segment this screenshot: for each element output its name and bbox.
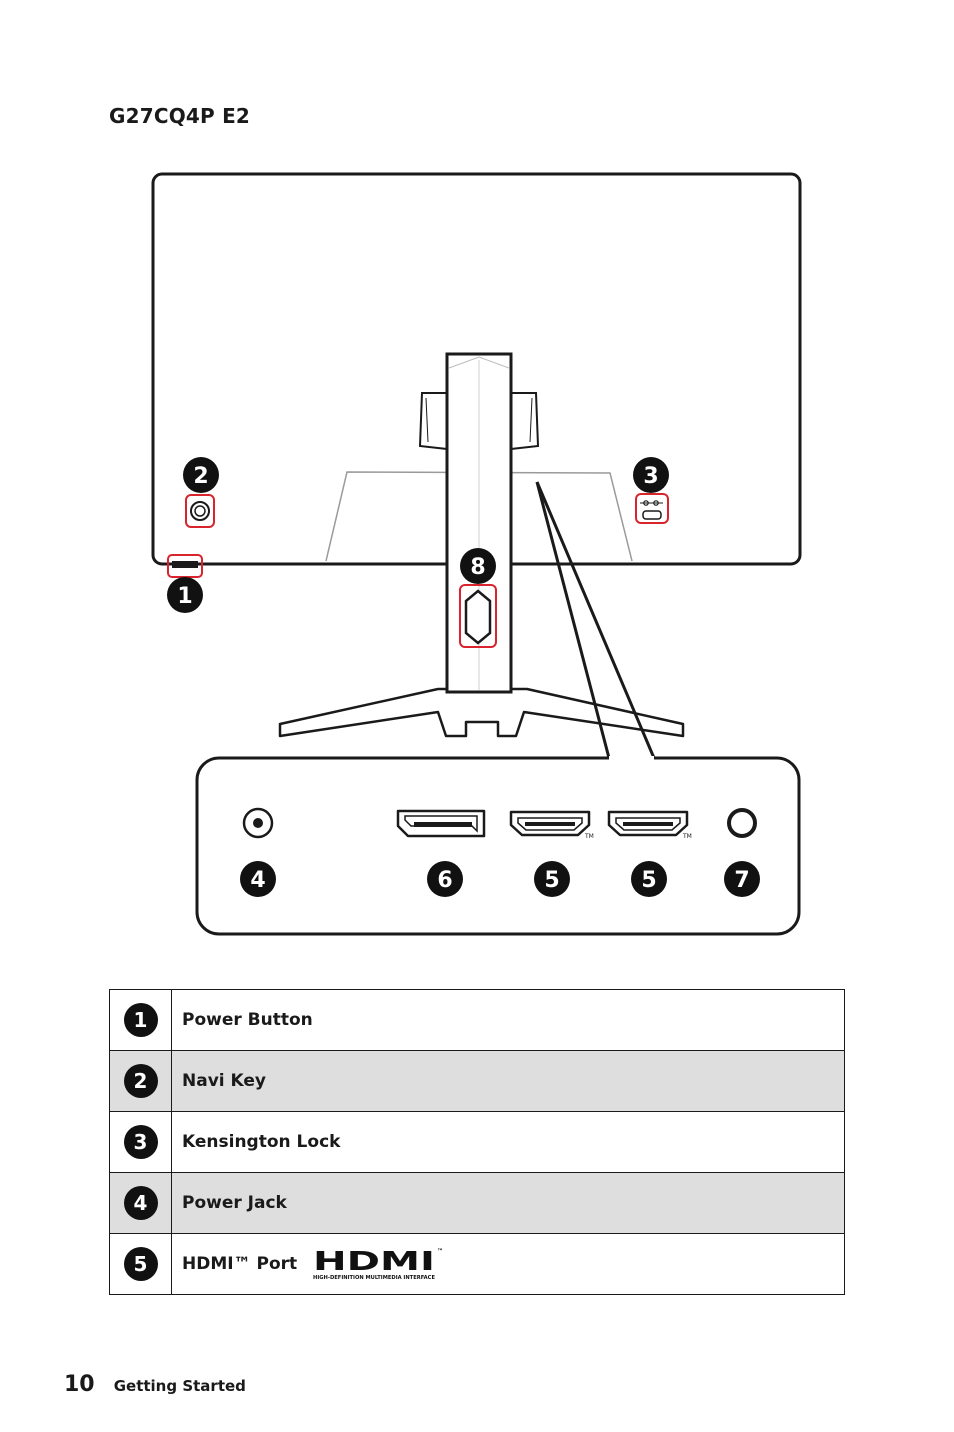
legend-label: Navi Key (171, 1050, 845, 1112)
svg-text:HDMI: HDMI (313, 1247, 435, 1277)
port-callout-power-jack: 4 (240, 861, 276, 897)
legend-label: Power Button (171, 989, 845, 1051)
stand-base (278, 687, 685, 738)
callout-8: 8 (460, 548, 496, 584)
monitor-rear-diagram: TM TM 1 2 3 8 4 6 5 5 7 (151, 172, 802, 936)
svg-text:™: ™ (437, 1248, 443, 1255)
displayport-port (396, 809, 486, 838)
svg-text:7: 7 (734, 868, 749, 893)
legend-row: 3 Kensington Lock (109, 1111, 845, 1173)
number-badge: 3 (123, 1125, 158, 1159)
callout-2: 2 (183, 457, 219, 493)
cable-management-hole (464, 589, 492, 645)
legend-label: Power Jack (171, 1172, 845, 1234)
port-callout-headphone: 7 (724, 861, 760, 897)
navi-key (185, 494, 215, 528)
page-number: 10 (64, 1372, 95, 1397)
port-callout-hdmi-1: 5 (534, 861, 570, 897)
svg-text:5: 5 (544, 868, 559, 893)
legend-table: 1 Power Button 2 Navi Key 3 Kensington L… (109, 989, 845, 1295)
svg-text:5: 5 (641, 868, 656, 893)
neck-clip-left (418, 392, 448, 451)
headphone-jack-port (727, 808, 757, 838)
legend-row: 4 Power Jack (109, 1172, 845, 1234)
model-title: G27CQ4P E2 (109, 104, 251, 128)
svg-text:3: 3 (643, 464, 658, 489)
number-badge: 2 (123, 1064, 158, 1098)
legend-row: 5 HDMI™ Port HDMI ™ HIGH-DEFINITION MULT… (109, 1233, 845, 1295)
power-jack-port (242, 807, 274, 839)
svg-text:1: 1 (177, 584, 192, 609)
power-button (172, 561, 198, 568)
svg-text:6: 6 (437, 868, 452, 893)
port-panel (195, 756, 801, 936)
page-footer: 10 Getting Started (64, 1372, 246, 1397)
callout-3: 3 (633, 457, 669, 493)
svg-text:4: 4 (250, 868, 265, 893)
hdmi-port-1 (509, 810, 591, 837)
number-badge: 4 (123, 1186, 158, 1220)
port-callout-hdmi-2: 5 (631, 861, 667, 897)
legend-label: Kensington Lock (171, 1111, 845, 1173)
svg-text:TM: TM (682, 833, 692, 840)
number-badge: 5 (123, 1247, 158, 1281)
legend-label: HDMI™ Port (182, 1254, 298, 1274)
svg-text:HIGH-DEFINITION MULTIMEDIA INT: HIGH-DEFINITION MULTIMEDIA INTERFACE (313, 1275, 436, 1281)
hdmi-logo: HDMI ™ HIGH-DEFINITION MULTIMEDIA INTERF… (313, 1247, 443, 1281)
hdmi-port-2 (607, 810, 689, 837)
legend-row: 1 Power Button (109, 989, 845, 1051)
svg-text:8: 8 (470, 555, 485, 580)
neck-clip-right (510, 392, 540, 451)
number-badge: 1 (123, 1003, 158, 1037)
legend-row: 2 Navi Key (109, 1050, 845, 1112)
section-name: Getting Started (113, 1377, 246, 1395)
kensington-lock (635, 493, 669, 524)
svg-text:TM: TM (584, 833, 594, 840)
svg-text:2: 2 (193, 464, 208, 489)
port-callout-displayport: 6 (427, 861, 463, 897)
callout-1: 1 (167, 577, 203, 613)
